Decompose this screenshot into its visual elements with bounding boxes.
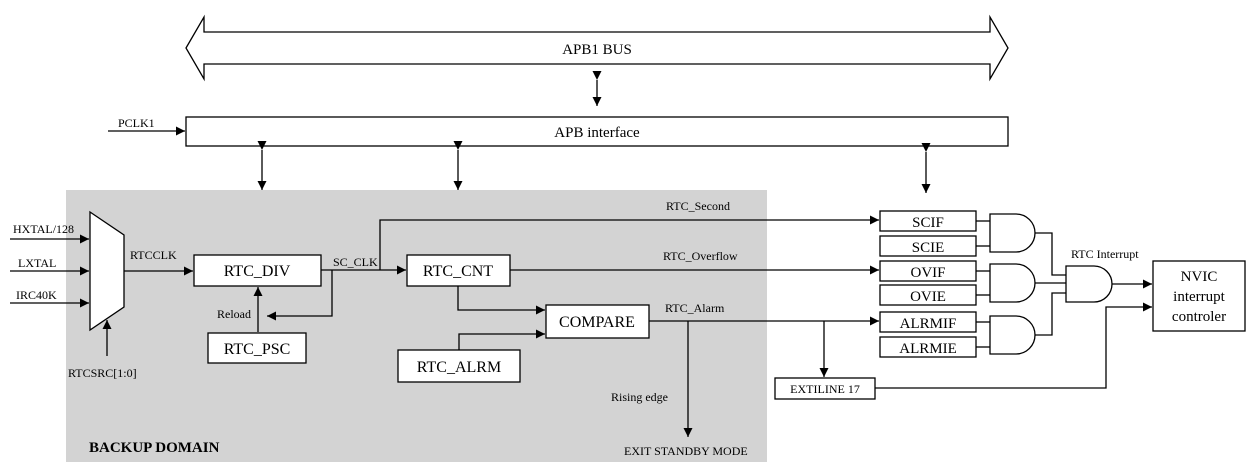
rtc-alrm-label: RTC_ALRM	[417, 359, 501, 376]
alrmie-label: ALRMIE	[899, 341, 957, 357]
rtc-overflow-label: RTC_Overflow	[663, 249, 738, 263]
exti-to-nvic-arrow	[875, 302, 1152, 389]
ovif-label: OVIF	[910, 265, 945, 281]
exti-line17-label: EXTILINE 17	[790, 382, 860, 396]
sc-clk-label: SC_CLK	[333, 255, 378, 269]
rtc-second-label: RTC_Second	[666, 199, 730, 213]
nvic-label-line2: interrupt	[1173, 289, 1225, 305]
reload-label: Reload	[217, 307, 251, 321]
nvic-box	[1152, 260, 1246, 332]
exit-standby-label: EXIT STANDBY MODE	[624, 444, 748, 458]
rtc-alarm-label: RTC_Alarm	[665, 301, 725, 315]
scie-label: SCIE	[912, 240, 945, 256]
scif-label: SCIF	[912, 215, 944, 231]
alrmif-label: ALRMIF	[900, 316, 957, 332]
ovie-label: OVIE	[910, 289, 946, 305]
rtc-psc-box	[207, 332, 307, 364]
compare-box	[545, 304, 650, 339]
rtc-second-wire	[379, 215, 879, 270]
rtc-div-label: RTC_DIV	[224, 263, 291, 280]
apb1-bus-label: APB1 BUS	[562, 42, 632, 58]
rtc-interrupt-label: RTC Interrupt	[1071, 247, 1139, 261]
and-gate-alarm	[989, 315, 1036, 355]
alarm-gate-output	[1035, 292, 1066, 336]
rtcclk-label: RTCCLK	[130, 248, 177, 262]
pclk1-label: PCLK1	[118, 116, 155, 130]
backup-domain-label: BACKUP DOMAIN	[89, 440, 220, 456]
apb1-bus-arrow	[185, 14, 1009, 82]
backup-domain-region	[66, 190, 767, 462]
compare-label: COMPARE	[559, 314, 635, 331]
apb-interface-label: APB interface	[554, 125, 640, 141]
nvic-label-line3: controler	[1172, 309, 1226, 325]
second-gate-output	[1035, 232, 1066, 276]
lxtal-label: LXTAL	[18, 256, 56, 270]
alrm-to-compare-arrow	[458, 329, 545, 350]
and-gate-overflow	[989, 263, 1036, 303]
rtc-cnt-label: RTC_CNT	[423, 263, 493, 280]
rtc-psc-label: RTC_PSC	[224, 341, 291, 358]
cnt-to-compare-arrow	[457, 286, 545, 315]
apb-interface-box	[185, 116, 1009, 147]
hxtal-label: HXTAL/128	[13, 222, 74, 236]
clock-mux	[89, 210, 125, 332]
irc40k-label: IRC40K	[16, 288, 57, 302]
rtcsrc-label: RTCSRC[1:0]	[68, 366, 137, 380]
reload-feedback-arrow	[267, 270, 333, 321]
and-gate-second	[989, 213, 1036, 253]
rising-edge-label: Rising edge	[611, 390, 668, 404]
nvic-label-line1: NVIC	[1181, 269, 1218, 285]
rtc-interrupt-gate	[1065, 265, 1113, 303]
